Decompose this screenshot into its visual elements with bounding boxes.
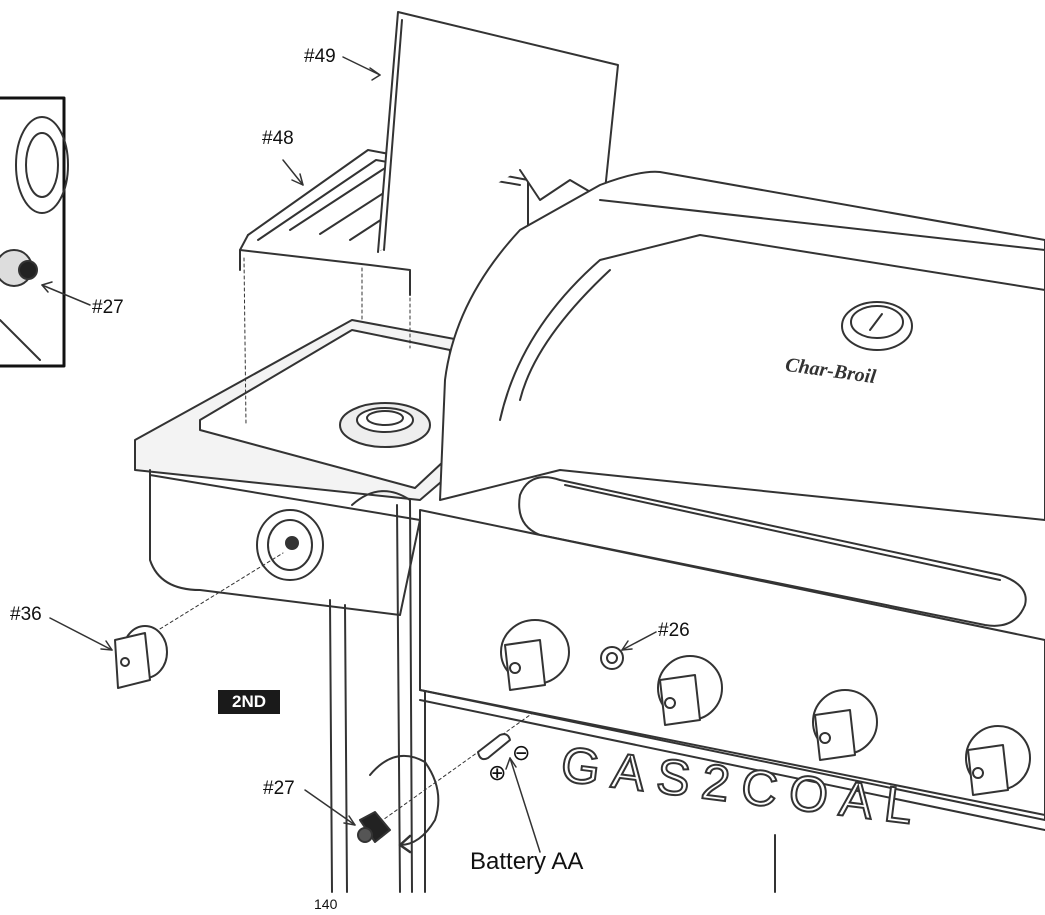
callout-part-49: #49 — [304, 46, 336, 67]
inset-detail — [0, 96, 69, 368]
rotation-arrow — [369, 754, 440, 854]
control-knob-4 — [965, 725, 1031, 796]
callout-part-48: #48 — [262, 128, 294, 149]
heat-shield-panel — [377, 11, 619, 253]
callout-part-27: #27 — [263, 778, 295, 799]
control-knob-3 — [812, 689, 878, 761]
battery-aa — [477, 733, 511, 761]
lid-edge — [599, 199, 1045, 251]
page-number: 140 — [314, 896, 338, 912]
leader-lines — [41, 56, 657, 853]
grill-lid — [439, 170, 1045, 521]
callout-part-36: #36 — [10, 604, 42, 625]
callout-part-26: #26 — [658, 620, 690, 641]
control-knob-1 — [500, 619, 570, 691]
control-knob-2 — [657, 655, 723, 726]
side-shelf — [134, 319, 461, 616]
lid-handle — [518, 476, 1027, 627]
control-panel — [419, 509, 1045, 893]
igniter-button — [600, 646, 624, 670]
side-burner-knob — [114, 625, 168, 689]
callout-part-27-inset: #27 — [92, 297, 124, 318]
battery-plus-symbol: ⊕ — [488, 760, 507, 785]
step-badge: 2ND — [218, 690, 281, 714]
igniter-cap — [357, 811, 391, 843]
battery-minus-symbol: ⊖ — [512, 740, 531, 765]
battery-label: Battery AA — [470, 848, 584, 875]
